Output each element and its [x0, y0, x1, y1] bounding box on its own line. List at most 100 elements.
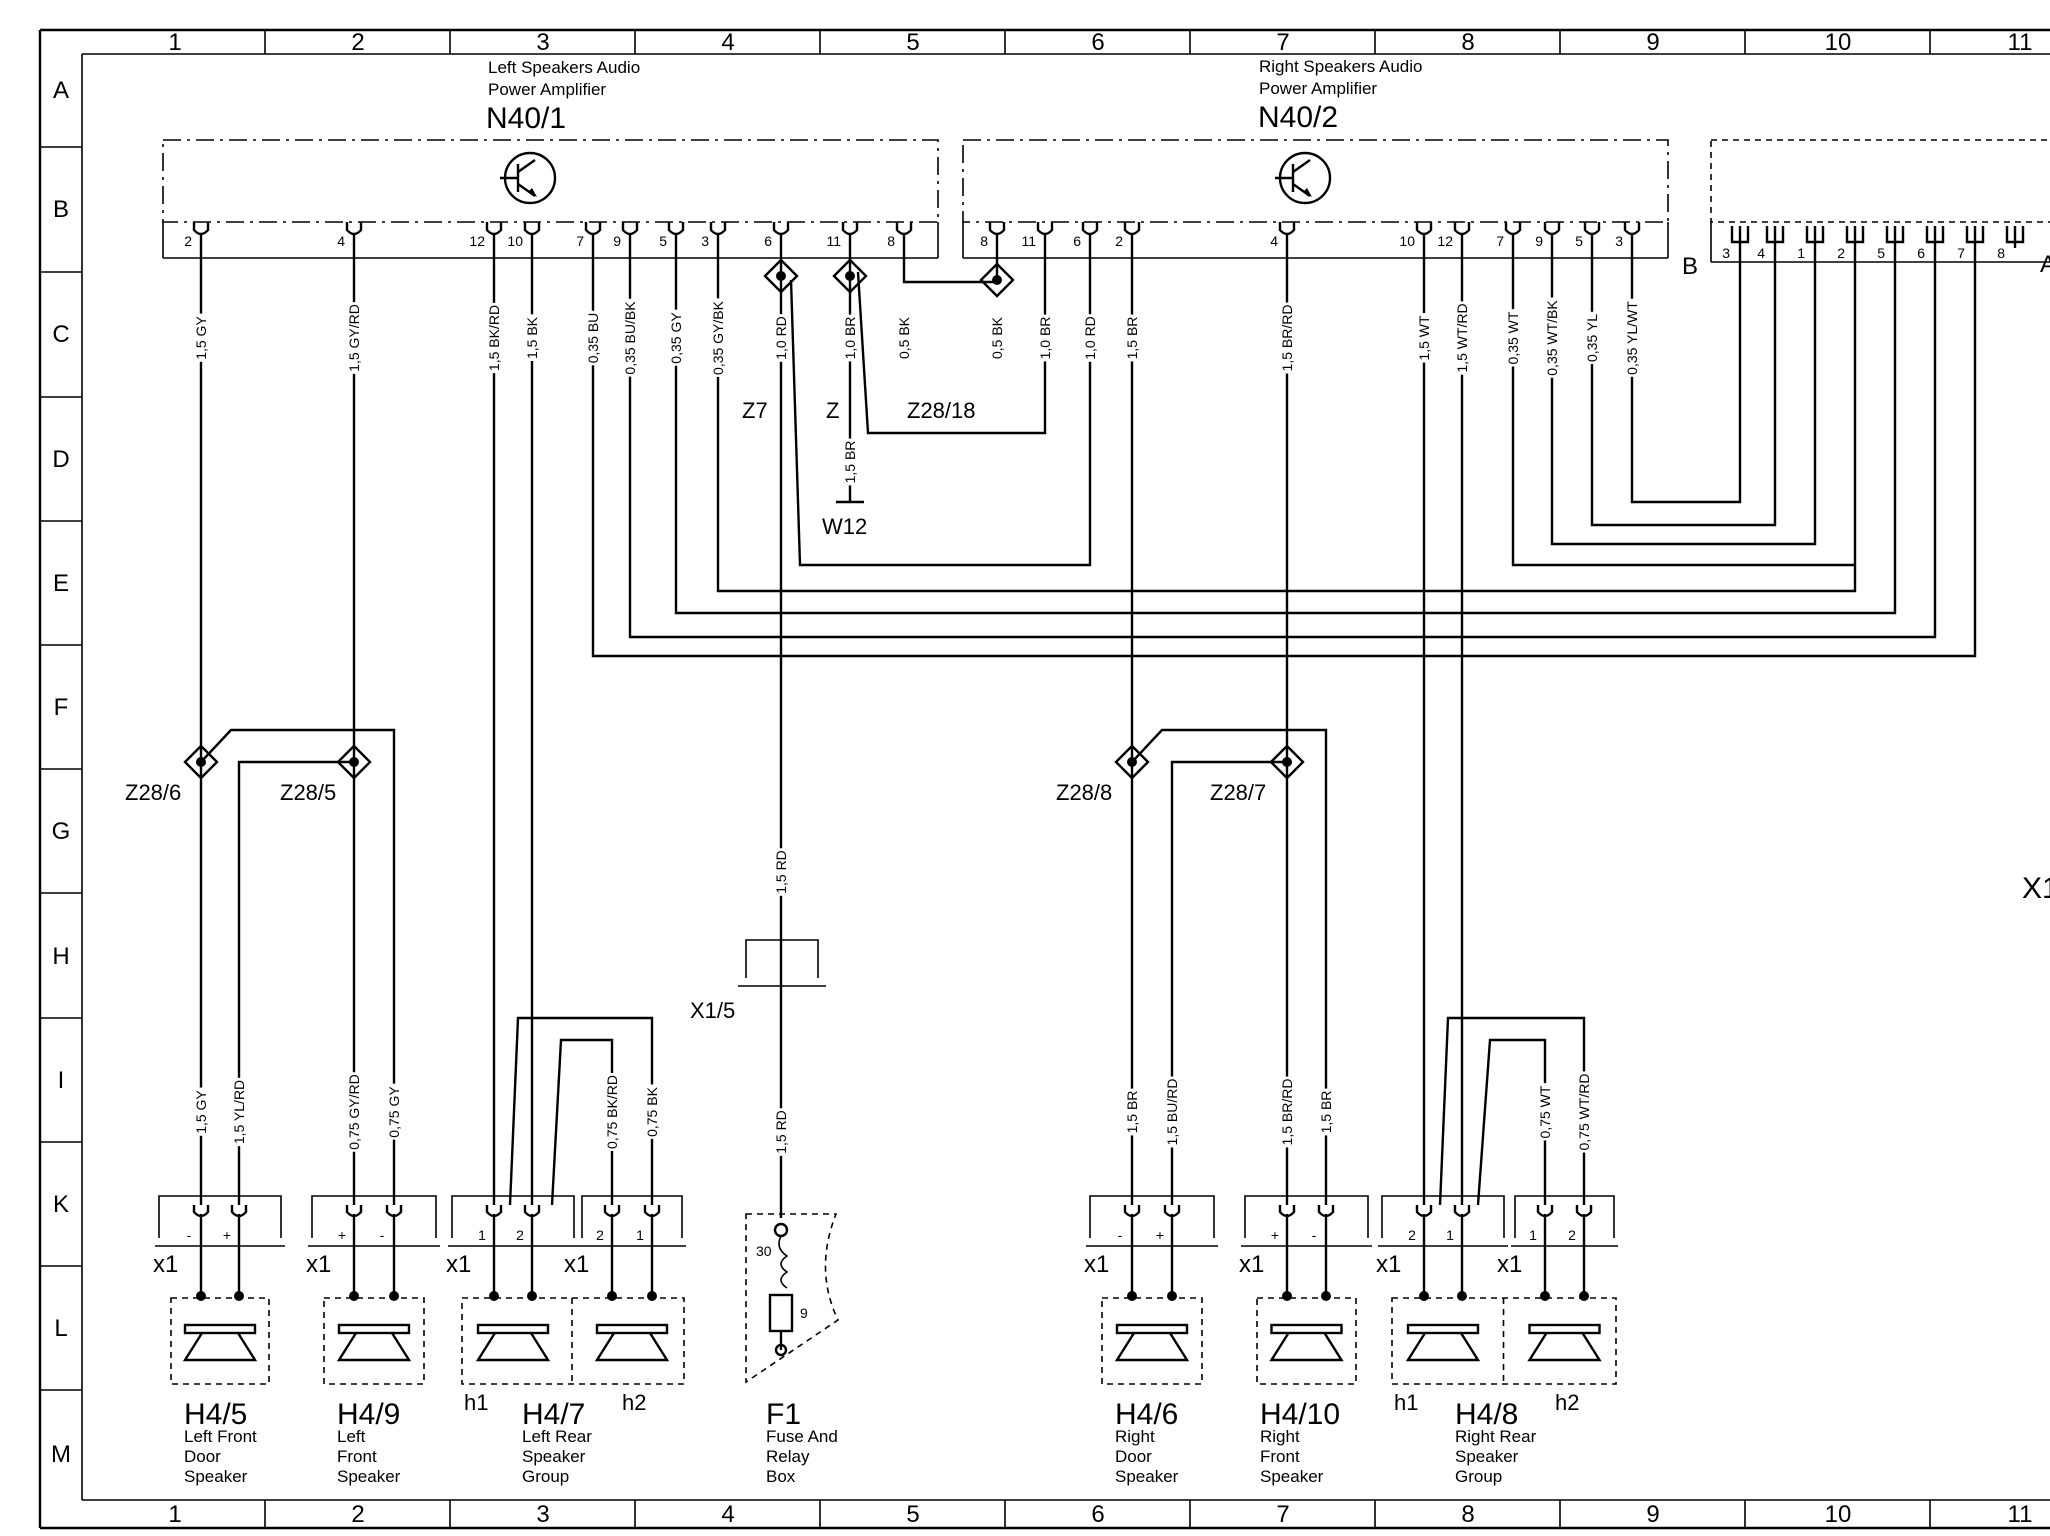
x1-pin: 4	[1757, 226, 1785, 261]
speaker-group-h4-8-conn-2: 1 2 x1	[1497, 1195, 1618, 1301]
amp-pin: 8	[980, 222, 1006, 249]
polarity-label: +	[223, 1227, 231, 1243]
junction-labels: Z7 Z Z28/18 W12 Z28/6 Z28/5 Z28/8 Z28/7 …	[125, 398, 1266, 1023]
speaker-name-line: Speaker	[337, 1467, 401, 1486]
polarity-label: 1	[636, 1227, 644, 1243]
polarity-label: 1	[1446, 1227, 1454, 1243]
wire-label: 0,35 WT/BK	[1544, 300, 1560, 376]
col-label: 5	[906, 1501, 919, 1528]
pin-number: 6	[764, 233, 772, 249]
junction-label-z28-18: Z28/18	[907, 398, 976, 423]
connector-x1-label: X1	[2022, 872, 2050, 905]
wire-label: 0,75 WT/RD	[1576, 1073, 1592, 1150]
col-label: 9	[1646, 29, 1659, 56]
wire-label: 1,5 WT	[1416, 315, 1432, 361]
speaker-name-line: Speaker	[522, 1447, 586, 1466]
amp-pin: 11	[1021, 222, 1054, 249]
row-label: D	[52, 446, 69, 473]
pin-number: 11	[826, 233, 841, 249]
amp-pin: 8	[887, 222, 913, 249]
wire-label: 1,0 BR	[1037, 317, 1053, 360]
amp-pin: 9	[1535, 222, 1561, 249]
wire-label: 1,5 BR	[842, 441, 858, 484]
polarity-label: +	[1156, 1227, 1164, 1243]
speaker-name-line: Door	[1115, 1447, 1152, 1466]
polarity-label: 2	[1408, 1227, 1416, 1243]
wiring	[199, 248, 1977, 1218]
col-label: 4	[721, 1501, 734, 1528]
pin-number: 7	[576, 233, 584, 249]
wire-label: 0,75 GY/RD	[346, 1074, 362, 1149]
pin-number: 7	[1496, 233, 1504, 249]
pin-number: 8	[1997, 245, 2005, 261]
fuse-terminal-30: 30	[756, 1243, 772, 1259]
amp-id: N40/1	[486, 102, 566, 135]
amp-pin: 9	[613, 222, 639, 249]
wire-label: 1,5 BK	[524, 316, 540, 359]
connector-x1-label: x1	[1497, 1251, 1522, 1278]
speaker-id: H4/7	[522, 1398, 585, 1431]
connector-x1-5	[738, 939, 826, 987]
pin-number: 9	[1535, 233, 1543, 249]
row-label: H	[52, 943, 69, 970]
col-label: 2	[351, 29, 364, 56]
amp-pin: 7	[1496, 222, 1522, 249]
col-label: 3	[536, 1501, 549, 1528]
speaker-name-line: Front	[337, 1447, 377, 1466]
pin-number: 11	[1021, 233, 1036, 249]
amp-title-line1: Right Speakers Audio	[1259, 57, 1423, 76]
row-label: K	[53, 1191, 69, 1218]
pin-number: 10	[507, 233, 523, 249]
pin-number: 7	[1957, 245, 1965, 261]
amp-title-line2: Power Amplifier	[1259, 79, 1377, 98]
col-label: 1	[168, 1501, 181, 1528]
speaker-name-line: Right	[1115, 1427, 1155, 1446]
col-label: 3	[536, 29, 549, 56]
col-label: 9	[1646, 1501, 1659, 1528]
polarity-label: 2	[1568, 1227, 1576, 1243]
frame	[38, 28, 2050, 1530]
speaker-id: H4/10	[1260, 1398, 1340, 1431]
connector-side-a-label: A	[2040, 251, 2050, 278]
row-label: C	[52, 321, 69, 348]
junction-label-z28-8: Z28/8	[1056, 780, 1112, 805]
col-label: 8	[1461, 29, 1474, 56]
wire-label: 1,5 GY/RD	[346, 304, 362, 372]
speaker-name-line: Left Front	[184, 1427, 257, 1446]
amp-pin: 6	[1073, 222, 1099, 249]
pin-number: 6	[1917, 245, 1925, 261]
fuse-number: 9	[800, 1305, 808, 1321]
wire-label: 0,35 YL	[1584, 314, 1600, 362]
polarity-label: 1	[1529, 1227, 1537, 1243]
pin-number: 2	[1115, 233, 1123, 249]
wire-label: 0,75 WT	[1537, 1085, 1553, 1138]
speaker-name-line: Group	[522, 1467, 569, 1486]
amp-pin: 4	[1270, 222, 1296, 249]
wire-label: 0,35 BU	[585, 313, 601, 364]
amp-pin: 11	[826, 222, 859, 249]
col-label: 8	[1461, 1501, 1474, 1528]
row-label: I	[58, 1067, 65, 1094]
col-label: 6	[1091, 29, 1104, 56]
connector-x1-label: x1	[446, 1251, 471, 1278]
junction-z28-7	[1269, 744, 1305, 780]
wire-label: 0,75 BK/RD	[604, 1075, 620, 1149]
col-label: 11	[2008, 1501, 2033, 1528]
pin-number: 5	[1575, 233, 1583, 249]
polarity-label: +	[338, 1227, 346, 1243]
wire-label: 0,35 YL/WT	[1624, 301, 1640, 375]
wire-label: 0,5 BK	[896, 316, 912, 359]
x1-pin: 3	[1722, 226, 1750, 261]
speaker-id: H4/5	[184, 1398, 247, 1431]
speaker-name-line: Speaker	[1115, 1467, 1179, 1486]
col-label: 5	[906, 29, 919, 56]
col-label: 2	[351, 1501, 364, 1528]
junction-z28-18	[979, 262, 1015, 298]
pin-number: 4	[337, 233, 345, 249]
